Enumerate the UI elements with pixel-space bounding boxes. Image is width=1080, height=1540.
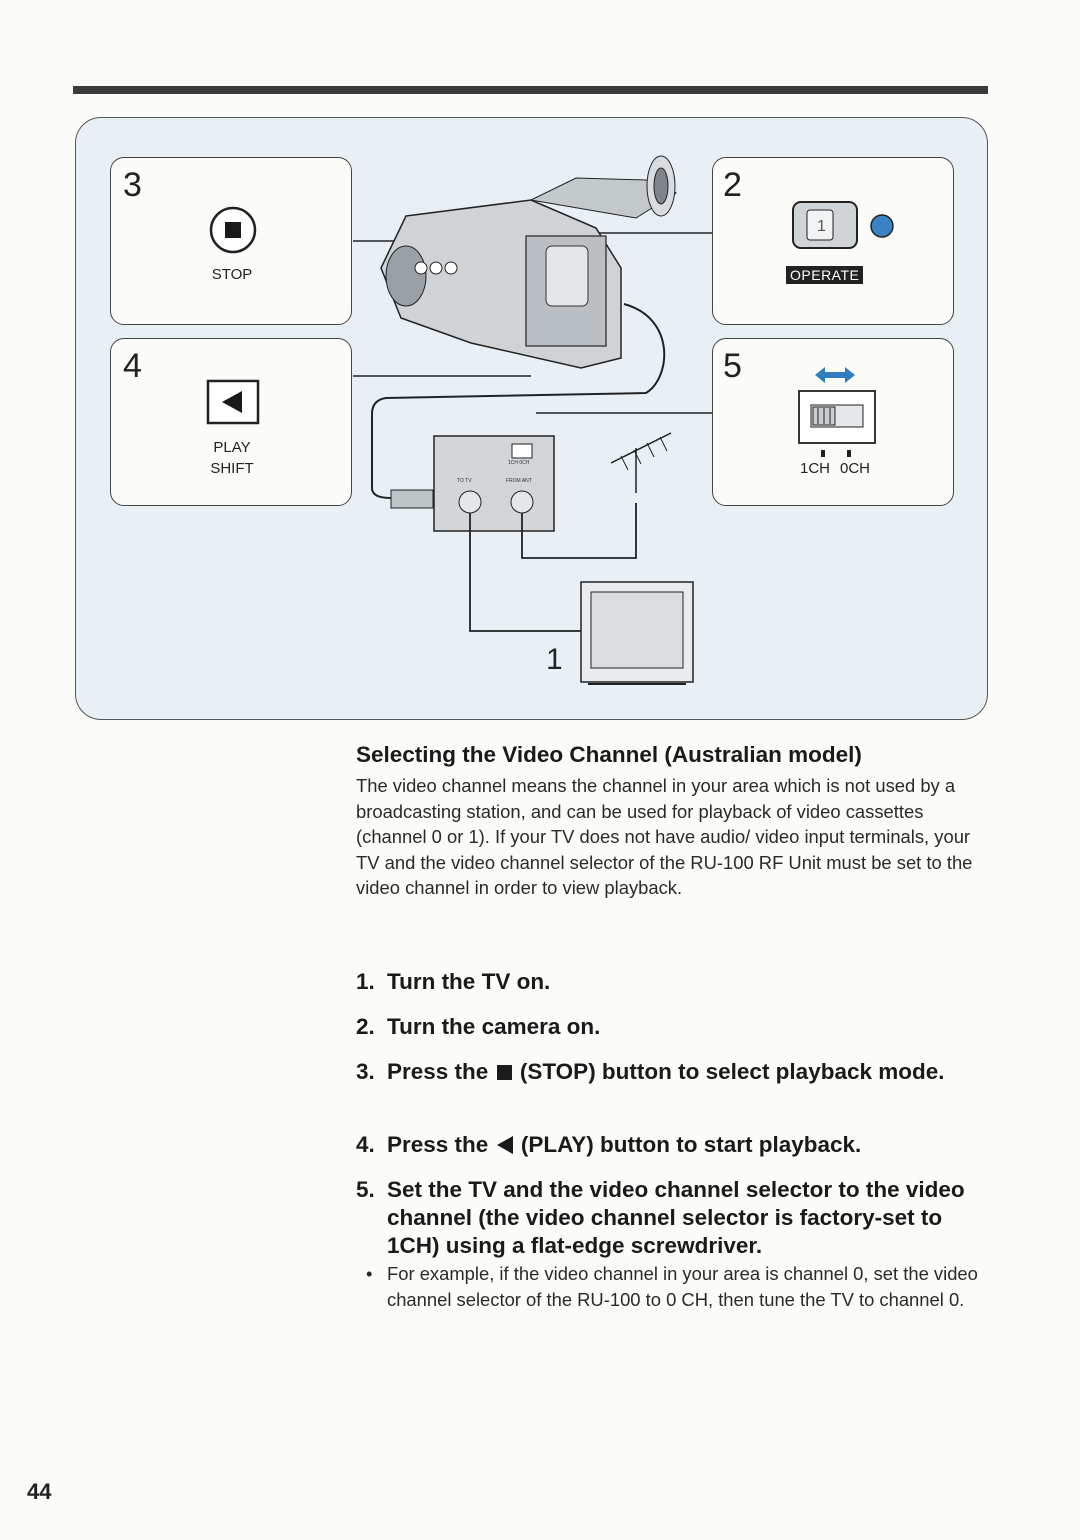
double-arrow-icon <box>815 367 855 383</box>
channel-callout: 5 1CH 0CH <box>712 338 954 506</box>
step-number: 3. <box>356 1059 375 1084</box>
step-text-before: Press the <box>387 1132 489 1157</box>
switch-value: 1 <box>817 218 826 235</box>
position-marks-icon <box>821 450 851 457</box>
note-text: For example, if the video channel in you… <box>387 1263 978 1310</box>
step-5: 5. Set the TV and the video channel sele… <box>356 1176 996 1260</box>
antenna-icon <box>610 432 672 493</box>
step-text-after: (PLAY) button to start playback. <box>520 1132 862 1157</box>
step-text-after: (STOP) button to select playback mode. <box>519 1059 945 1084</box>
step-text-before: Press the <box>387 1059 489 1084</box>
section-title: Selecting the Video Channel (Australian … <box>356 742 862 767</box>
television-icon <box>580 581 694 685</box>
tv-callout-number: 1 <box>546 643 563 676</box>
play-button-icon <box>206 379 260 425</box>
callout-number: 5 <box>723 347 742 385</box>
shift-label: SHIFT <box>210 460 254 477</box>
connection-diagram <box>353 155 712 685</box>
play-reverse-icon <box>496 1136 513 1154</box>
stop-callout: 3 STOP <box>110 157 352 325</box>
step-text: Press the (STOP) button to select playba… <box>387 1058 956 1086</box>
rf-unit-icon <box>390 435 555 532</box>
stop-button-icon <box>209 206 257 254</box>
example-note: • For example, if the video channel in y… <box>366 1261 996 1312</box>
step-number: 5. <box>356 1177 375 1202</box>
camcorder-icon <box>380 155 678 369</box>
step-4: 4. Press the (PLAY) button to start play… <box>356 1131 976 1159</box>
bullet-dot: • <box>366 1263 373 1284</box>
stop-square-icon <box>496 1065 512 1080</box>
page-number: 44 <box>27 1479 52 1504</box>
illustration-panel: 3 STOP 4 PLAY SHIFT 2 1 OPERATE 5 <box>75 117 988 720</box>
play-callout: 4 PLAY SHIFT <box>110 338 352 506</box>
step-3: 3. Press the (STOP) button to select pla… <box>356 1058 956 1086</box>
step-text: Turn the TV on. <box>387 969 551 994</box>
1ch-label: 1CH <box>799 460 830 477</box>
play-label: PLAY <box>213 439 251 456</box>
operate-label: OPERATE <box>786 266 864 284</box>
step-number: 4. <box>356 1132 375 1157</box>
callout-number: 4 <box>123 347 142 385</box>
callout-number: 3 <box>123 166 142 204</box>
operate-callout: 2 1 OPERATE <box>712 157 954 325</box>
callout-number: 2 <box>723 166 742 204</box>
top-rule <box>73 86 988 94</box>
step-text: Press the (PLAY) button to start playbac… <box>387 1131 976 1159</box>
rf-selector-label: 1CH 0CH <box>508 460 530 466</box>
rf-from-ant-label: FROM ANT <box>506 478 532 484</box>
step-number: 2. <box>356 1014 375 1039</box>
power-switch-icon <box>792 201 894 249</box>
step-text: Set the TV and the video channel selecto… <box>387 1177 965 1258</box>
intro-paragraph: The video channel means the channel in y… <box>356 775 973 898</box>
step-1: 1. Turn the TV on. <box>356 968 976 996</box>
rf-to-tv-label: TO TV <box>457 478 472 484</box>
step-2: 2. Turn the camera on. <box>356 1013 976 1041</box>
stop-label: STOP <box>211 266 253 283</box>
channel-selector-icon <box>798 390 876 444</box>
0ch-label: 0CH <box>839 460 870 477</box>
step-number: 1. <box>356 969 375 994</box>
step-text: Turn the camera on. <box>387 1014 601 1039</box>
